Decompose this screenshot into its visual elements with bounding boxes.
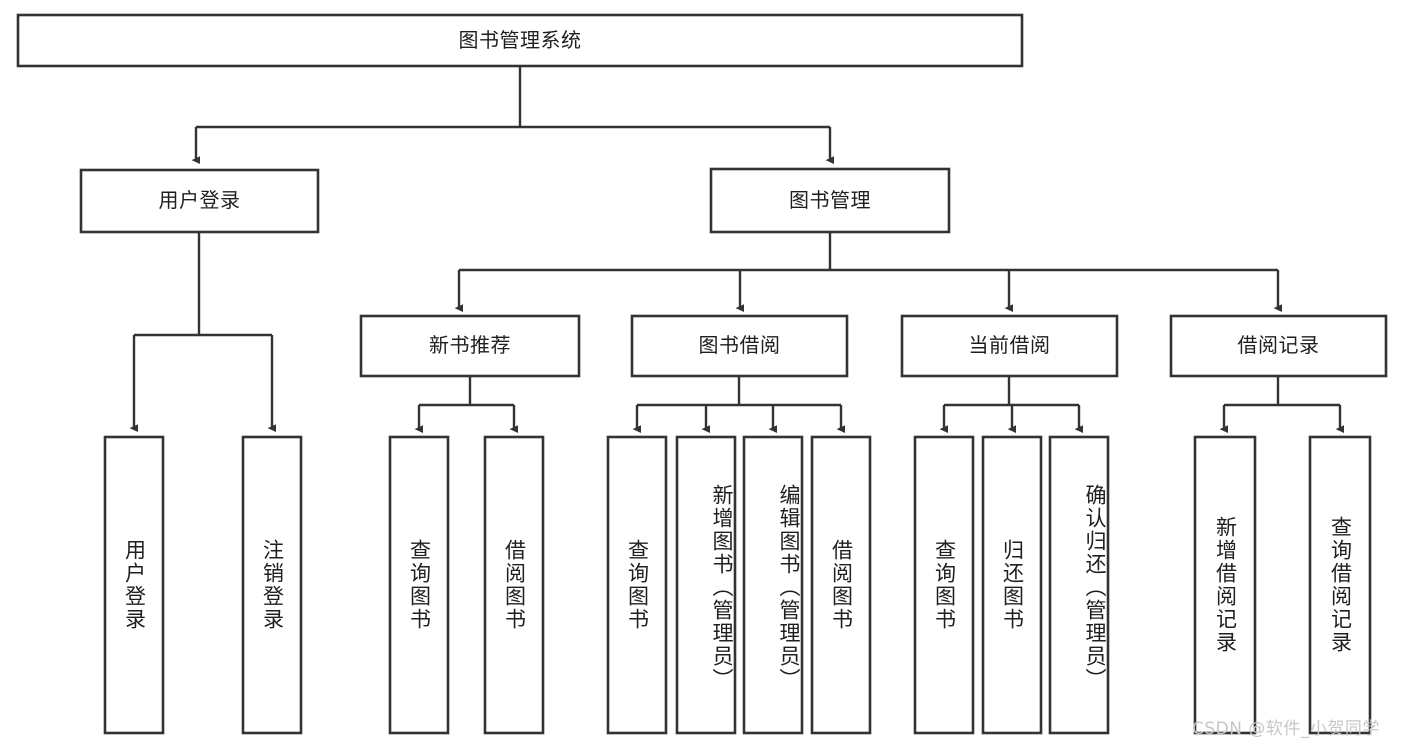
box-leaf-borrow-book-2[interactable]: [810, 435, 872, 735]
connector-lines: [129, 66, 1345, 434]
box-leaf-query-book-1[interactable]: [388, 435, 450, 735]
box-leaf-user-login[interactable]: [103, 435, 165, 735]
box-leaf-logout[interactable]: [241, 435, 303, 735]
box-root[interactable]: [16, 13, 1024, 68]
box-current-borrow[interactable]: [900, 314, 1119, 378]
box-borrow-record[interactable]: [1169, 314, 1388, 378]
csdn-watermark: CSDN @软件_小贺同学: [1192, 719, 1380, 739]
box-leaf-add-book[interactable]: [675, 435, 737, 735]
box-leaf-query-book-2[interactable]: [606, 435, 668, 735]
node-boxes: [16, 13, 1388, 735]
box-leaf-add-record[interactable]: [1193, 435, 1257, 735]
box-leaf-query-book-3[interactable]: [913, 435, 975, 735]
box-leaf-confirm-return[interactable]: [1048, 435, 1110, 735]
box-leaf-query-record[interactable]: [1308, 435, 1372, 735]
box-leaf-return-book[interactable]: [981, 435, 1043, 735]
box-new-book-rec[interactable]: [359, 314, 581, 378]
box-book-borrow[interactable]: [630, 314, 849, 378]
box-book-manage[interactable]: [709, 167, 951, 234]
box-user-login[interactable]: [79, 168, 320, 234]
box-leaf-borrow-book-1[interactable]: [483, 435, 545, 735]
box-leaf-edit-book[interactable]: [742, 435, 804, 735]
